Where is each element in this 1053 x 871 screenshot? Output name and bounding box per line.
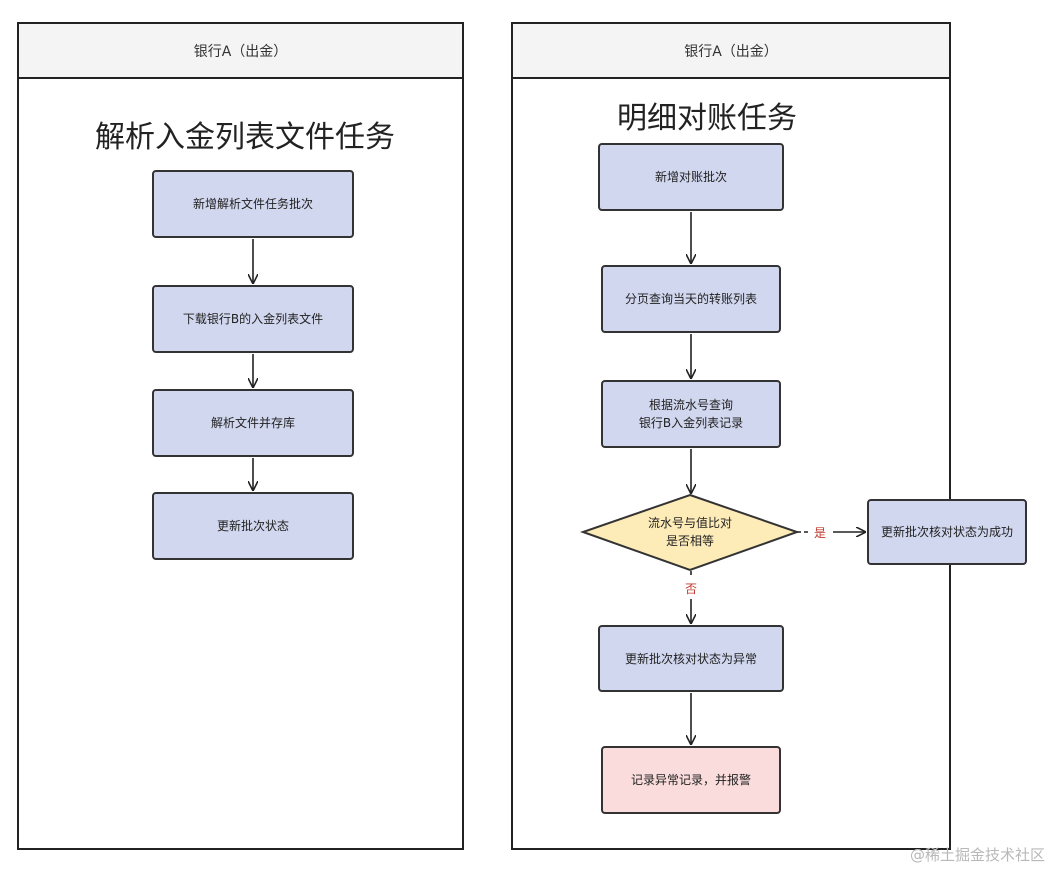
right-lane-title: 明细对账任务 xyxy=(617,101,797,136)
left-lane-header: 银行A（出金） xyxy=(19,24,462,79)
right-step-query-records: 根据流水号查询 银行B入金列表记录 xyxy=(601,380,781,448)
failure-step: 更新批次核对状态为异常 xyxy=(598,625,784,692)
left-step-create-batch: 新增解析文件任务批次 xyxy=(152,170,354,238)
no-label: 否 xyxy=(685,582,698,596)
left-lane-title: 解析入金列表文件任务 xyxy=(95,120,395,155)
left-step-parse-store: 解析文件并存库 xyxy=(152,389,354,457)
success-step: 更新批次核对状态为成功 xyxy=(867,499,1027,565)
right-step-create-batch: 新增对账批次 xyxy=(598,143,784,211)
left-step-download-file: 下载银行B的入金列表文件 xyxy=(152,285,354,353)
decision-diamond xyxy=(579,493,801,572)
watermark: @稀土掘金技术社区 xyxy=(909,846,1045,864)
right-lane-header: 银行A（出金） xyxy=(513,24,949,79)
decision-text: 流水号与值比对 是否相等 xyxy=(647,516,732,548)
yes-label: 是 xyxy=(814,526,827,540)
left-swimlane: 银行A（出金） xyxy=(17,22,464,850)
right-step-query-transfers: 分页查询当天的转账列表 xyxy=(601,265,781,333)
final-alert-step: 记录异常记录，并报警 xyxy=(601,746,781,814)
left-step-update-status: 更新批次状态 xyxy=(152,492,354,560)
